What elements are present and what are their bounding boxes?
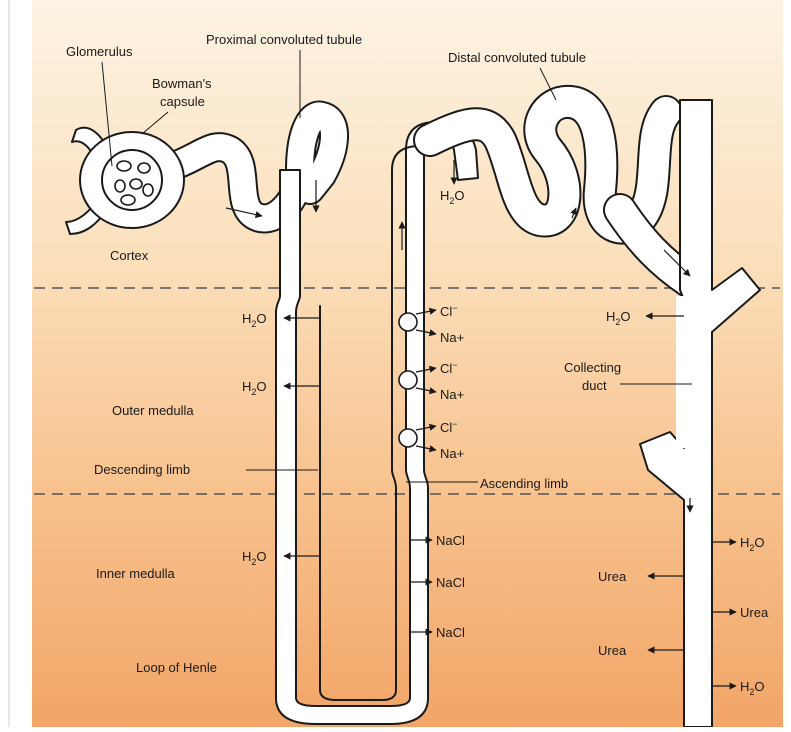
bowmans-capsule-label-line1: Bowman's bbox=[152, 76, 212, 91]
proximal-tubule-label: Proximal convoluted tubule bbox=[206, 32, 362, 47]
ascending-limb-label: Ascending limb bbox=[480, 476, 568, 491]
ion-pump-1 bbox=[399, 313, 417, 331]
descending-limb-label: Descending limb bbox=[94, 462, 190, 477]
svg-text:Na+: Na+ bbox=[440, 446, 464, 461]
outer-medulla-label: Outer medulla bbox=[112, 403, 194, 418]
ion-pump-2 bbox=[399, 371, 417, 389]
svg-text:Na+: Na+ bbox=[440, 330, 464, 345]
bowmans-capsule-label-line2: capsule bbox=[160, 94, 205, 109]
inner-medulla-label: Inner medulla bbox=[96, 566, 176, 581]
urea-label-2: Urea bbox=[740, 605, 769, 620]
urea-label-3: Urea bbox=[598, 643, 627, 658]
cortex-label: Cortex bbox=[110, 248, 149, 263]
svg-text:Na+: Na+ bbox=[440, 387, 464, 402]
nacl-label-1: NaCl bbox=[436, 533, 465, 548]
urea-label-1: Urea bbox=[598, 569, 627, 584]
loop-of-henle-label: Loop of Henle bbox=[136, 660, 217, 675]
collecting-duct-label-line2: duct bbox=[582, 378, 607, 393]
collecting-duct-label-line1: Collecting bbox=[564, 360, 621, 375]
nacl-label-2: NaCl bbox=[436, 575, 465, 590]
glomerulus-label: Glomerulus bbox=[66, 44, 133, 59]
left-edge-rule bbox=[8, 0, 10, 727]
ion-pump-3 bbox=[399, 429, 417, 447]
distal-tubule-label: Distal convoluted tubule bbox=[448, 50, 586, 65]
nacl-label-3: NaCl bbox=[436, 625, 465, 640]
